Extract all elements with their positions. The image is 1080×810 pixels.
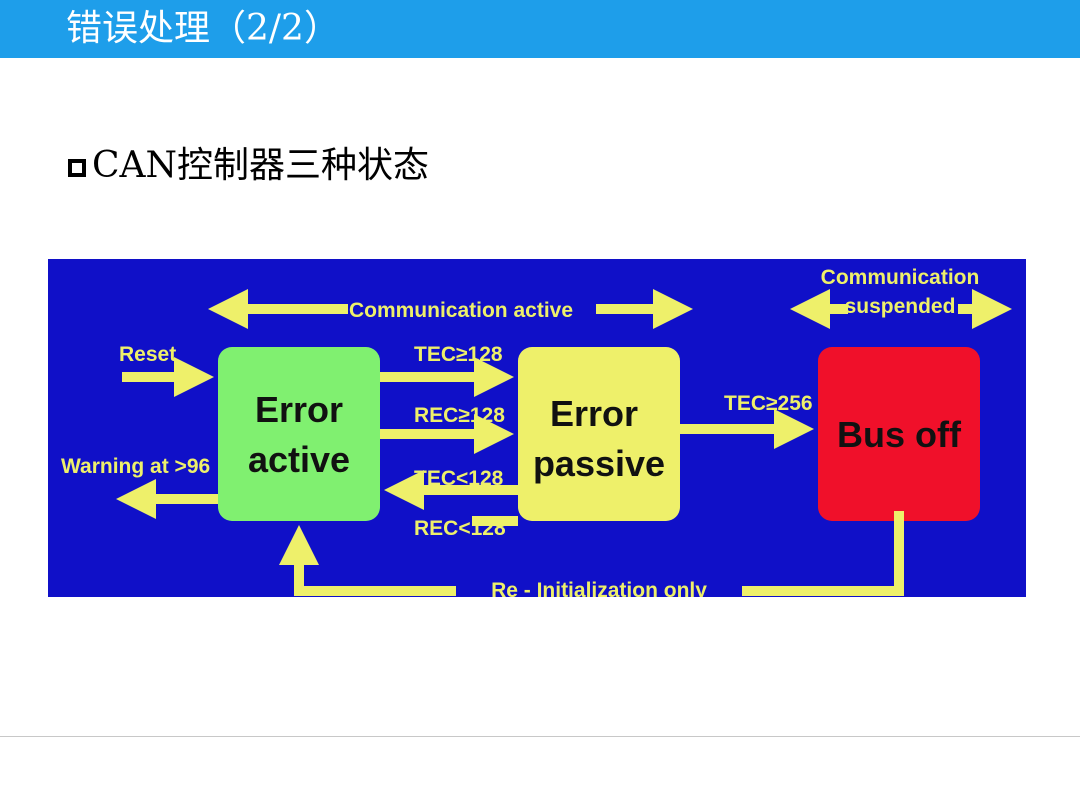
tec-ge-256-label: TEC≥256: [724, 392, 813, 415]
bullet-item: CAN控制器三种状态: [68, 142, 429, 190]
passive-to-active-arrows: [384, 470, 518, 526]
slide-title: 错误处理（2/2）: [66, 8, 340, 49]
error-active-label-line1: Error: [255, 389, 343, 430]
reinitialization-arrow: [279, 511, 904, 596]
error-active-label-line2: active: [248, 439, 350, 480]
error-passive-label-line2: passive: [533, 443, 665, 484]
tec-ge-128-label: TEC≥128: [414, 343, 503, 366]
active-to-passive-arrows: [380, 357, 514, 454]
warning-label: Warning at >96: [61, 455, 210, 478]
footer-divider: [0, 736, 1080, 737]
tec-lt-128-label: TEC<128: [414, 467, 504, 490]
can-state-diagram: Communication active Communication suspe…: [48, 259, 1026, 597]
communication-active-label: Communication active: [349, 299, 573, 322]
square-bullet-icon: [68, 159, 86, 177]
bus-off-label: Bus off: [837, 414, 962, 455]
rec-ge-128-label: REC≥128: [414, 404, 505, 427]
error-active-box: [218, 347, 380, 521]
bullet-text: CAN控制器三种状态: [92, 145, 430, 186]
error-passive-box: [518, 347, 680, 521]
communication-suspended-label-line1: Communication: [821, 266, 980, 289]
reinitialization-label: Re - Initialization only: [491, 579, 707, 597]
bus-off-box: [818, 347, 980, 521]
error-passive-label-line1: Error: [550, 393, 638, 434]
communication-suspended-label-line2: suspended: [845, 295, 956, 318]
rec-lt-128-label: REC<128: [414, 517, 506, 540]
reset-label: Reset: [119, 343, 176, 366]
title-bar: 错误处理（2/2）: [0, 0, 1080, 58]
